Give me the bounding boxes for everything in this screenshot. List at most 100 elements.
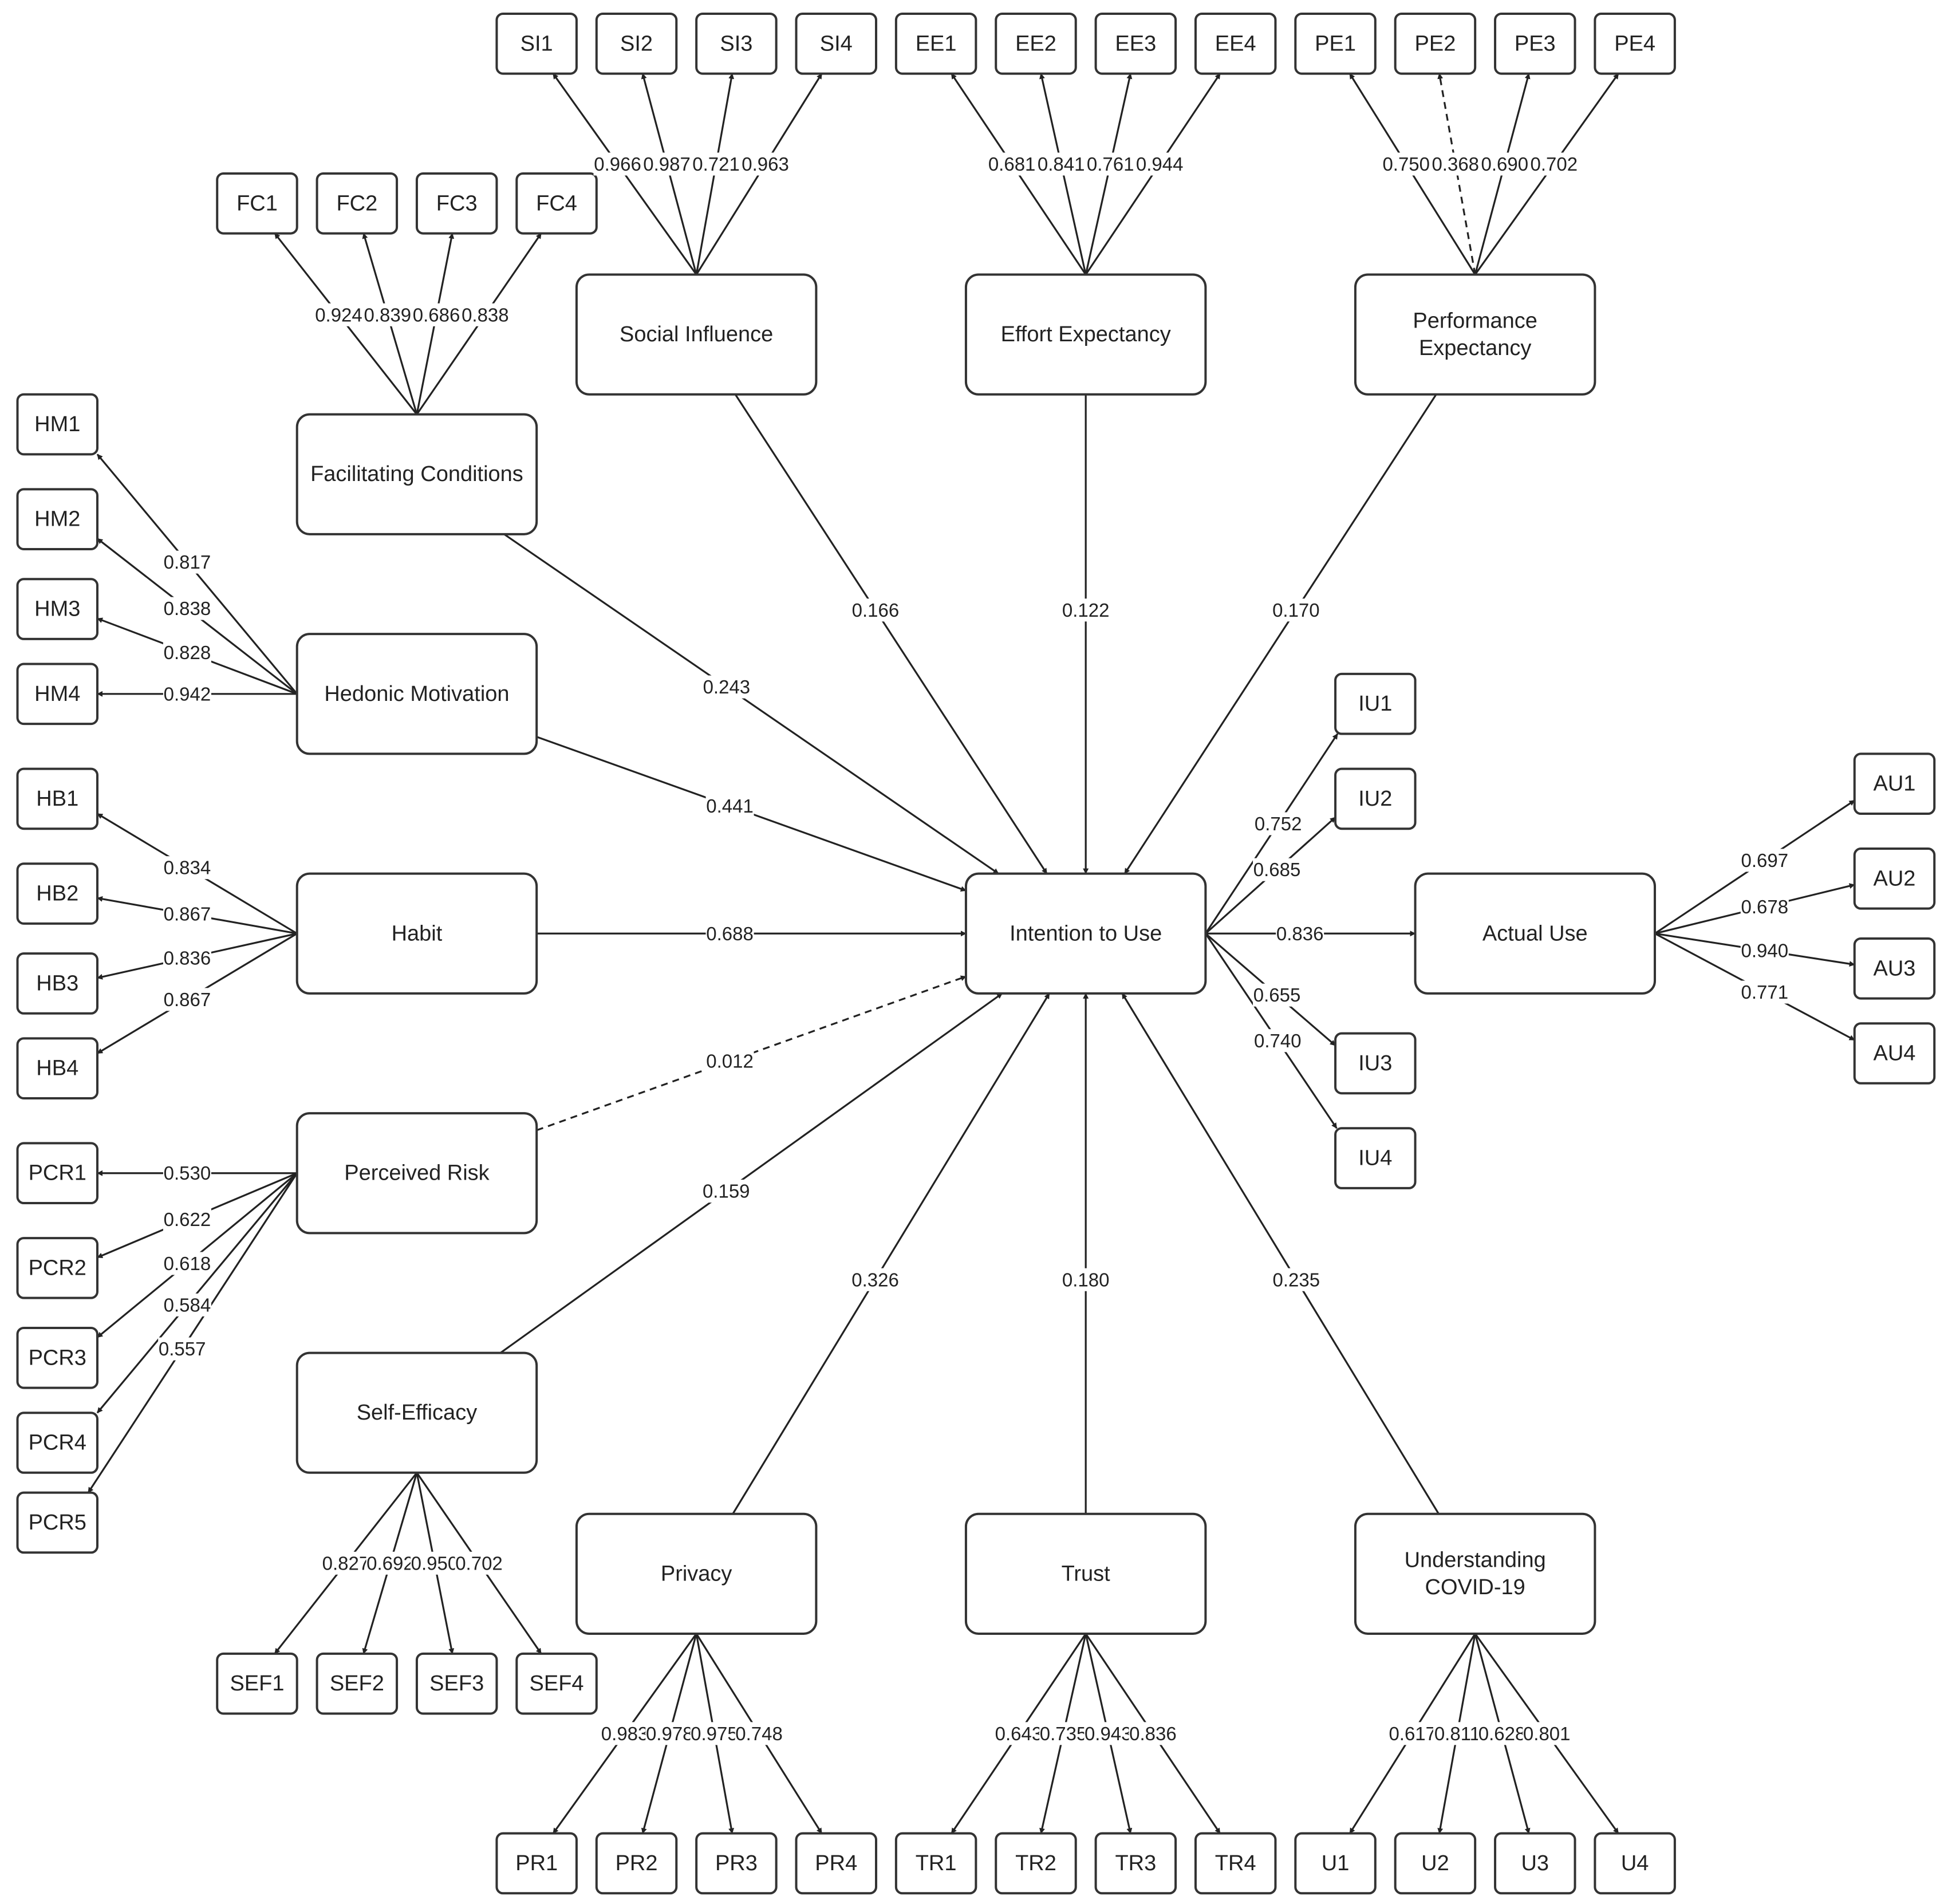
node-label: Perceived Risk [344, 1161, 490, 1185]
node-box [16, 1412, 99, 1474]
node-label: SEF1 [230, 1672, 284, 1696]
node-box [1354, 1512, 1596, 1635]
node-label: TR2 [1015, 1851, 1056, 1875]
edge-weight: 0.622 [164, 1209, 211, 1230]
node-box [1594, 1832, 1676, 1895]
node-box [515, 172, 598, 235]
edge-se-to-iu [500, 992, 1003, 1354]
node-label: PE1 [1315, 31, 1356, 56]
node-box [495, 12, 578, 75]
construct-si: Social Influence [575, 273, 818, 396]
node-box [16, 578, 99, 640]
node-label: U2 [1421, 1851, 1449, 1875]
indicator-tr2: TR2 [995, 1832, 1077, 1895]
edge-label-ee-ee2: 0.841 [1037, 152, 1086, 176]
edge-weight: 0.839 [364, 304, 411, 325]
node-label: COVID-19 [1425, 1575, 1525, 1599]
edge-weight: 0.685 [1253, 859, 1301, 880]
edge-weight: 0.771 [1741, 981, 1789, 1003]
edge-weight: 0.836 [1276, 923, 1324, 944]
edge-hm-to-hm1 [96, 454, 298, 695]
indicator-au1: AU1 [1853, 752, 1936, 815]
indicator-tr3: TR3 [1094, 1832, 1177, 1895]
node-box [1094, 1832, 1177, 1895]
node-box [1594, 12, 1676, 75]
edge-label-pr-iu: 0.012 [705, 1049, 754, 1073]
node-box [16, 1142, 99, 1205]
node-label: HM1 [34, 412, 80, 436]
node-label: Effort Expectancy [1001, 322, 1171, 346]
node-label: PE4 [1614, 31, 1655, 56]
edge-pe-to-iu [1123, 393, 1437, 874]
edge-label-hb-hb1: 0.834 [163, 856, 211, 880]
edge-weight: 0.975 [691, 1723, 738, 1744]
indicator-u3: U3 [1494, 1832, 1576, 1895]
node-box [16, 767, 99, 830]
node-box [515, 1652, 598, 1715]
node-box [16, 488, 99, 550]
edge-weight: 0.827 [322, 1552, 370, 1574]
edge-label-pv-pvr4: 0.748 [735, 1722, 783, 1745]
node-label: HM2 [34, 507, 80, 531]
edge-label-uc-u1: 0.617 [1388, 1722, 1437, 1745]
node-box [1494, 12, 1576, 75]
node-box [695, 1832, 778, 1895]
edge-weight: 0.748 [735, 1723, 783, 1744]
construct-iu: Intention to Use [964, 872, 1207, 995]
edge-label-hm-hm1: 0.817 [163, 550, 211, 574]
node-label: U3 [1521, 1851, 1549, 1875]
node-label: PCR1 [29, 1161, 86, 1185]
node-box [575, 273, 818, 396]
indicator-fc4: FC4 [515, 172, 598, 235]
node-box [1334, 1127, 1417, 1189]
edge-weight: 0.940 [1741, 940, 1789, 961]
node-box [1853, 937, 1936, 1000]
node-label: Performance [1413, 309, 1537, 333]
edge-weight: 0.618 [164, 1253, 211, 1274]
edge-weight: 0.942 [164, 683, 211, 704]
node-box [1394, 1832, 1477, 1895]
indicator-si1: SI1 [495, 12, 578, 75]
edge-weight: 0.530 [164, 1162, 211, 1184]
node-label: AU3 [1874, 956, 1916, 980]
edge-label-pe-pe2: 0.368 [1431, 152, 1480, 176]
node-label: Hedonic Motivation [324, 682, 509, 706]
edge-weight: 0.838 [164, 598, 211, 619]
construct-pr: Perceived Risk [295, 1112, 538, 1235]
indicator-sef1: SEF1 [216, 1652, 298, 1715]
edge-weight: 0.761 [1087, 153, 1134, 175]
edge-label-si-iu: 0.166 [851, 598, 900, 622]
node-label: SI1 [520, 31, 553, 56]
edge-weight: 0.836 [164, 947, 211, 968]
construct-se: Self-Efficacy [295, 1351, 538, 1474]
node-label: U4 [1621, 1851, 1649, 1875]
edge-label-si-si1: 0.966 [593, 152, 642, 176]
edge-weight: 0.326 [851, 1269, 899, 1290]
node-label: PR4 [815, 1851, 857, 1875]
edge-weight: 0.012 [706, 1050, 754, 1071]
edge-weight: 0.690 [1481, 153, 1528, 175]
edge-label-tr-tr1: 0.643 [994, 1722, 1043, 1745]
node-label: IU3 [1358, 1051, 1392, 1075]
node-label: EE1 [916, 31, 957, 56]
edge-label-pv-pvr3: 0.975 [690, 1722, 739, 1745]
edge-weight: 0.688 [706, 923, 754, 944]
node-box [316, 1652, 399, 1715]
edge-label-si-si2: 0.987 [642, 152, 691, 176]
indicator-au2: AU2 [1853, 847, 1936, 910]
node-label: PCR4 [29, 1431, 86, 1455]
node-box [16, 1326, 99, 1389]
node-label: FC2 [336, 191, 377, 215]
edge-weight: 0.159 [703, 1181, 750, 1202]
edge-weight: 0.702 [455, 1552, 503, 1574]
indicator-ee1: EE1 [894, 12, 977, 75]
edge-weight: 0.841 [1038, 153, 1085, 175]
edge-label-pr-pcr2: 0.622 [163, 1208, 211, 1231]
indicator-u4: U4 [1594, 1832, 1676, 1895]
node-label: TR1 [916, 1851, 957, 1875]
node-label: IU1 [1358, 692, 1392, 716]
